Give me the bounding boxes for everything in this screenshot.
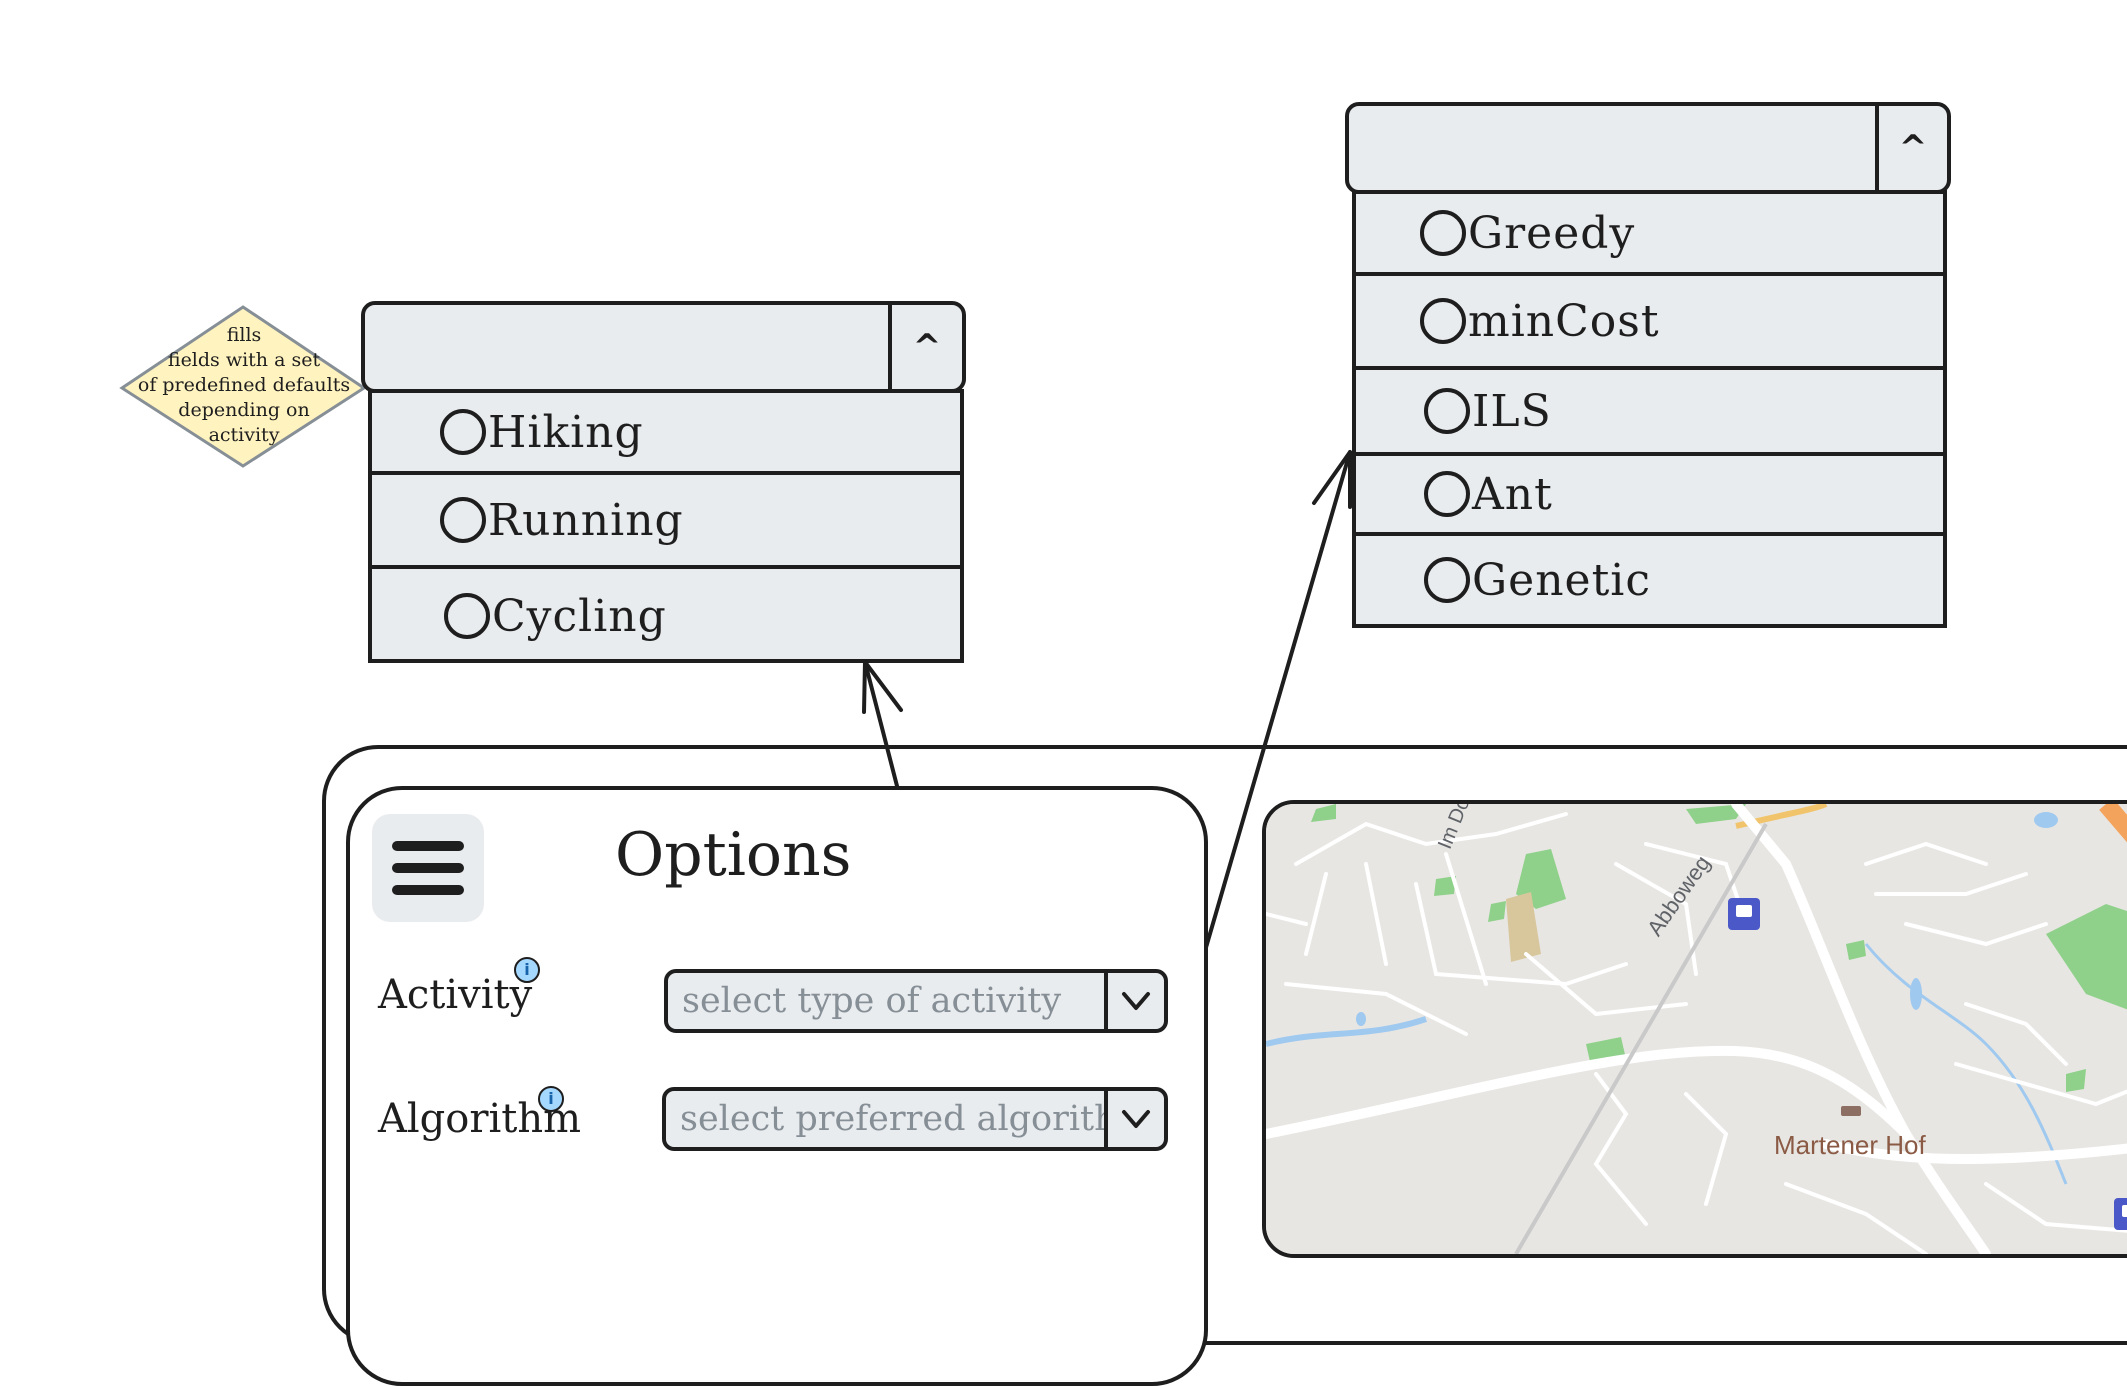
option-running[interactable]: Running [372,475,960,569]
hamburger-icon [392,841,464,851]
note-line: activity [208,424,280,446]
note-diamond [119,305,367,468]
algorithm-select[interactable]: select preferred algorithm [662,1087,1168,1151]
map-view[interactable]: Im Do Abboweg Martener Hof [1262,800,2127,1258]
option-mincost[interactable]: minCost [1356,276,1943,370]
chevron-down-icon[interactable] [1104,973,1164,1029]
activity-dropdown-list: Hiking Running Cycling [368,389,964,663]
radio-icon[interactable] [1420,298,1466,344]
option-label: Genetic [1472,554,1651,606]
note-line: fills [226,324,262,346]
option-greedy[interactable]: Greedy [1356,194,1943,276]
radio-icon[interactable] [1424,471,1470,517]
option-ant[interactable]: Ant [1356,456,1943,536]
hamburger-icon [392,863,464,873]
activity-label: Activity [378,972,533,1018]
radio-icon[interactable] [1420,210,1466,256]
chevron-up-icon[interactable]: ^ [1875,106,1947,190]
hamburger-icon [392,885,464,895]
option-label: Running [488,494,684,546]
arrow-algorithm-head [1312,450,1352,509]
option-hiking[interactable]: Hiking [372,393,960,475]
radio-icon[interactable] [1424,557,1470,603]
option-cycling[interactable]: Cycling [372,569,960,663]
note-line: of predefined defaults [137,374,351,396]
info-icon[interactable]: i [514,957,540,983]
note-text: fills fields with a set of predefined de… [122,323,366,448]
info-icon[interactable]: i [538,1086,564,1112]
algorithm-dropdown-list: Greedy minCost ILS Ant Genetic [1352,190,1947,628]
option-label: minCost [1468,295,1660,347]
map-tiles [1266,804,2127,1254]
chevron-down-icon[interactable] [1104,1091,1164,1147]
option-ils[interactable]: ILS [1356,370,1943,456]
map-place-label: Martener Hof [1774,1130,1926,1160]
note-line: fields with a set [167,349,321,371]
option-label: ILS [1472,385,1552,437]
chevron-up-icon[interactable]: ^ [888,305,962,389]
menu-button[interactable] [372,814,484,922]
radio-icon[interactable] [440,497,486,543]
option-label: Hiking [488,406,644,458]
activity-select[interactable]: select type of activity [664,969,1168,1033]
activity-placeholder: select type of activity [682,981,1062,1021]
radio-icon[interactable] [440,409,486,455]
option-label: Greedy [1468,207,1636,259]
option-label: Ant [1472,468,1553,520]
algorithm-placeholder: select preferred algorithm [680,1099,1104,1139]
radio-icon[interactable] [444,593,490,639]
option-genetic[interactable]: Genetic [1356,536,1943,624]
option-label: Cycling [492,590,667,642]
radio-icon[interactable] [1424,388,1470,434]
algorithm-dropdown-header[interactable]: ^ [1345,102,1951,194]
note-line: depending on [178,399,310,421]
activity-dropdown-header[interactable]: ^ [361,301,966,393]
options-title: Options [615,820,852,890]
